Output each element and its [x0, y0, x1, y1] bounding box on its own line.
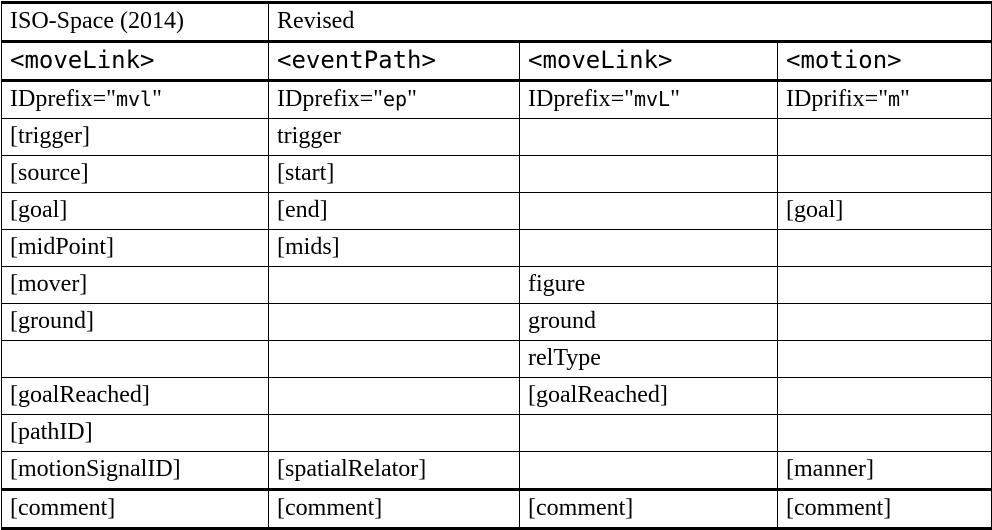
table-row: [mover] figure — [1, 266, 992, 304]
cell-movelink-revised — [519, 192, 778, 230]
group-header-iso-space: ISO-Space (2014) — [1, 1, 269, 42]
cell-eventpath — [268, 414, 520, 452]
cell-motion — [776, 155, 992, 193]
cell-motion — [776, 340, 992, 378]
tag-header-movelink-revised: <moveLink> — [519, 40, 778, 81]
idprefix-movelink-original: IDprefix="mvl" — [1, 79, 269, 119]
tag-header-motion: <motion> — [776, 40, 992, 81]
tag-header-row: <moveLink> <eventPath> <moveLink> <motio… — [1, 40, 992, 81]
idprefix-close-quote: " — [407, 86, 417, 112]
cell-eventpath: [end] — [268, 192, 520, 230]
cell-movelink-revised: ground — [519, 303, 778, 341]
cell-movelink-original: [comment] — [1, 488, 269, 530]
cell-movelink-original: [source] — [1, 155, 269, 193]
table-row: [goalReached] [goalReached] — [1, 377, 992, 415]
cell-motion: [goal] — [776, 192, 992, 230]
table-row: [motionSignalID] [spatialRelator] [manne… — [1, 451, 992, 490]
cell-eventpath: [comment] — [268, 488, 520, 530]
tag-header-eventpath: <eventPath> — [268, 40, 520, 81]
cell-movelink-original — [1, 340, 269, 378]
table-row: [goal] [end] [goal] — [1, 192, 992, 230]
cell-movelink-original: [ground] — [1, 303, 269, 341]
cell-motion — [776, 266, 992, 304]
idprefix-motion: IDprifix="m" — [776, 79, 992, 119]
cell-motion — [776, 118, 992, 156]
cell-movelink-original: [midPoint] — [1, 229, 269, 267]
cell-movelink-revised: [goalReached] — [519, 377, 778, 415]
cell-movelink-original: [pathID] — [1, 414, 269, 452]
idprefix-row: IDprefix="mvl" IDprefix="ep" IDprefix="m… — [1, 79, 992, 119]
table-row: [midPoint] [mids] — [1, 229, 992, 267]
cell-motion — [776, 229, 992, 267]
group-header-row: ISO-Space (2014) Revised — [1, 1, 992, 42]
table-row: [trigger] trigger — [1, 118, 992, 156]
cell-movelink-revised — [519, 155, 778, 193]
cell-movelink-original: [trigger] — [1, 118, 269, 156]
table-row: [ground] ground — [1, 303, 992, 341]
table-row: [source] [start] — [1, 155, 992, 193]
table-row: [comment] [comment] [comment] [comment] — [1, 488, 992, 530]
cell-movelink-revised — [519, 118, 778, 156]
idprefix-value: mvl — [115, 87, 153, 111]
idprefix-close-quote: " — [670, 86, 680, 112]
idprefix-value: m — [887, 87, 901, 111]
idprefix-label: IDprefix= — [10, 86, 107, 112]
cell-movelink-revised — [519, 414, 778, 452]
cell-movelink-revised: relType — [519, 340, 778, 378]
cell-motion — [776, 414, 992, 452]
idprefix-value: ep — [382, 87, 408, 111]
cell-motion — [776, 303, 992, 341]
cell-eventpath: trigger — [268, 118, 520, 156]
idprefix-close-quote: " — [152, 86, 162, 112]
cell-movelink-revised — [519, 229, 778, 267]
cell-eventpath: [spatialRelator] — [268, 451, 520, 490]
cell-eventpath — [268, 303, 520, 341]
idprefix-value: mvL — [633, 87, 671, 111]
cell-movelink-original: [motionSignalID] — [1, 451, 269, 490]
idprefix-movelink-revised: IDprefix="mvL" — [519, 79, 778, 119]
cell-movelink-original: [goal] — [1, 192, 269, 230]
cell-motion — [776, 377, 992, 415]
idprefix-eventpath: IDprefix="ep" — [268, 79, 520, 119]
cell-eventpath — [268, 266, 520, 304]
table-row: [pathID] — [1, 414, 992, 452]
cell-movelink-revised: [comment] — [519, 488, 778, 530]
idprefix-close-quote: " — [900, 86, 910, 112]
cell-motion: [comment] — [776, 488, 992, 530]
cell-eventpath — [268, 340, 520, 378]
idprefix-open-quote: " — [624, 86, 634, 112]
cell-movelink-original: [goalReached] — [1, 377, 269, 415]
idprefix-open-quote: " — [373, 86, 383, 112]
table-row: relType — [1, 340, 992, 378]
cell-movelink-original: [mover] — [1, 266, 269, 304]
idprefix-open-quote: " — [106, 86, 116, 112]
cell-eventpath: [start] — [268, 155, 520, 193]
idprefix-label: IDprefix= — [277, 86, 374, 112]
cell-motion: [manner] — [776, 451, 992, 490]
idprefix-label: IDprifix= — [786, 86, 879, 112]
tag-header-movelink-original: <moveLink> — [1, 40, 269, 81]
cell-eventpath: [mids] — [268, 229, 520, 267]
idprefix-label: IDprefix= — [528, 86, 625, 112]
cell-eventpath — [268, 377, 520, 415]
cell-movelink-revised: figure — [519, 266, 778, 304]
cell-movelink-revised — [519, 451, 778, 490]
idprefix-open-quote: " — [878, 86, 888, 112]
group-header-revised: Revised — [267, 1, 992, 42]
